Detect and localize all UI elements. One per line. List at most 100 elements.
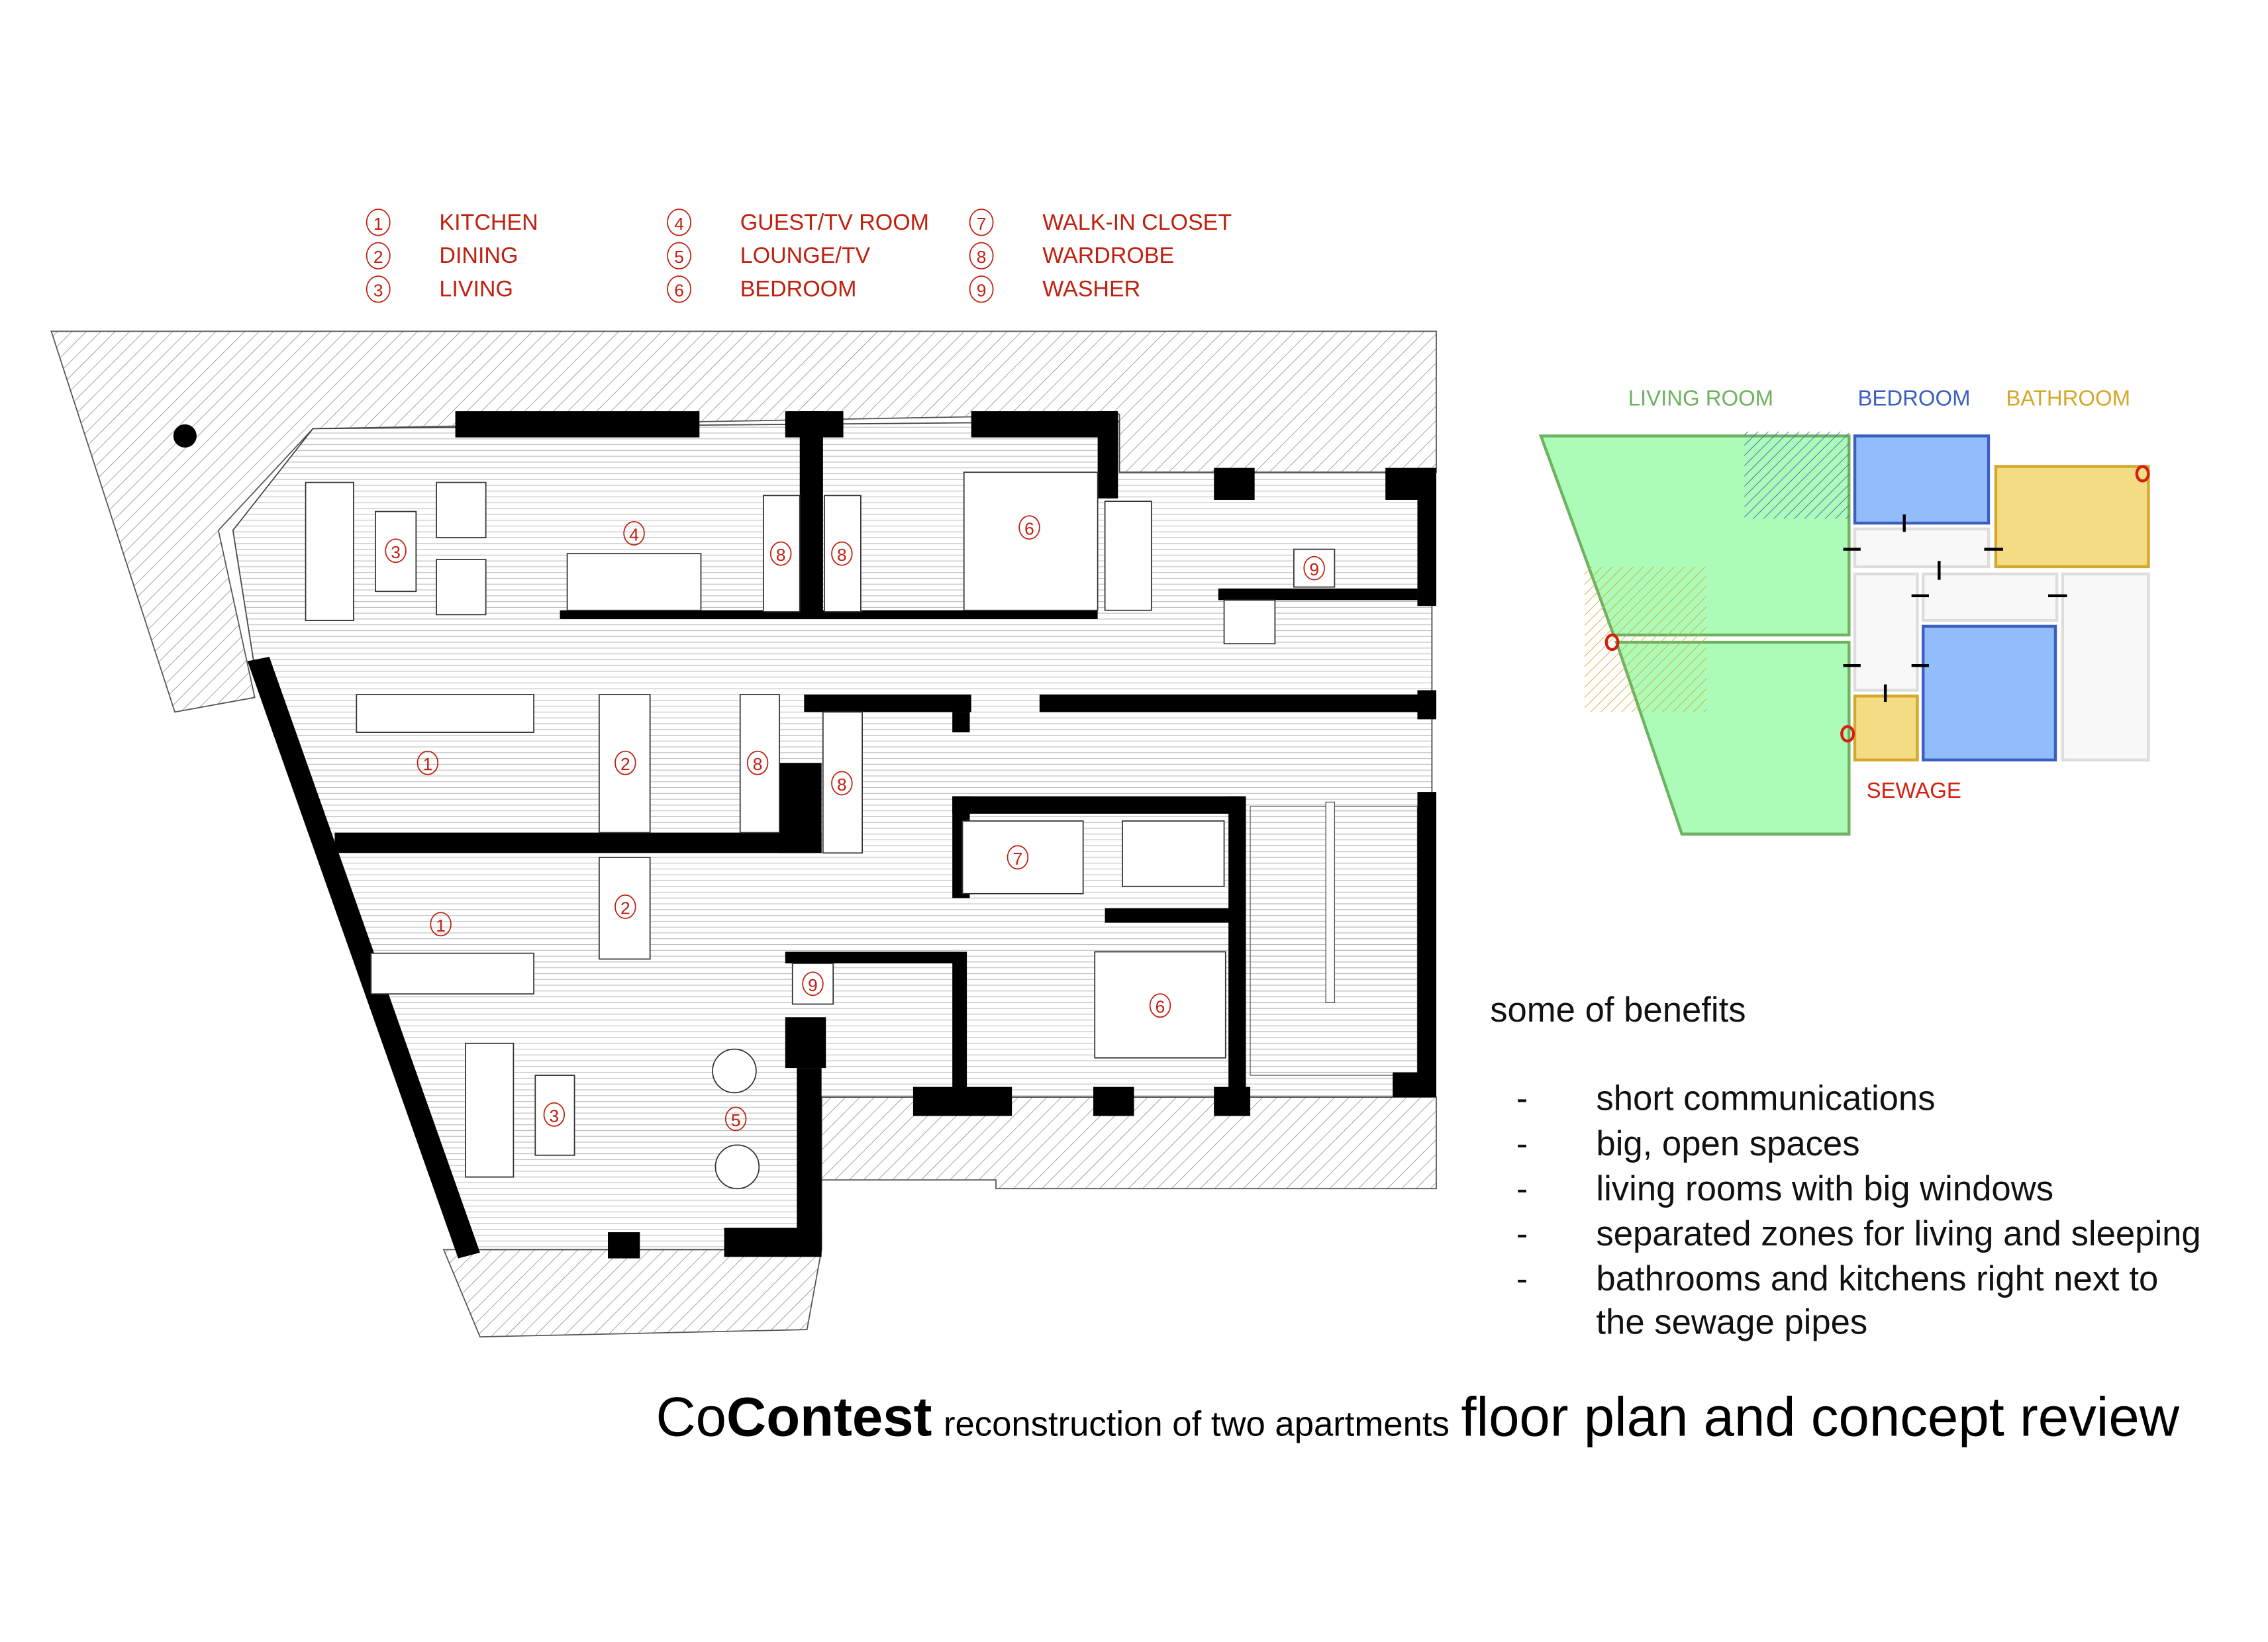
bullet: - — [1516, 1079, 1528, 1118]
hall-zone — [1853, 572, 1919, 692]
svg-text:2: 2 — [620, 898, 630, 918]
svg-text:6: 6 — [674, 281, 684, 301]
bullet: - — [1516, 1169, 1528, 1208]
living-room-label: LIVING ROOM — [1628, 385, 1773, 410]
door-marks — [1843, 514, 2067, 702]
svg-text:DINING: DINING — [439, 243, 518, 268]
lounge-chair — [712, 1048, 757, 1094]
benefit-item: big, open spaces — [1596, 1124, 1859, 1163]
svg-text:6: 6 — [1156, 997, 1165, 1017]
room-marker: 5 — [724, 1106, 747, 1132]
svg-text:2: 2 — [620, 754, 630, 774]
armchair — [436, 559, 487, 616]
svg-text:8: 8 — [837, 775, 847, 795]
svg-text:3: 3 — [391, 542, 401, 562]
svg-text:WASHER: WASHER — [1042, 277, 1140, 302]
bathtub — [1104, 501, 1152, 611]
legend-item: 1 KITCHEN — [366, 209, 538, 236]
bullet: - — [1516, 1214, 1528, 1253]
kitchen-counter — [370, 952, 534, 995]
benefits-heading: some of benefits — [1490, 990, 1746, 1030]
svg-text:4: 4 — [629, 524, 639, 544]
bathroom-zone — [1994, 465, 2150, 569]
svg-text:5: 5 — [731, 1110, 741, 1130]
sofa — [305, 481, 354, 622]
concept-diagram: LIVING ROOM BEDROOM BATHROOM SEWAGE — [1538, 385, 2150, 836]
bottom-balcony — [442, 1249, 822, 1338]
floor-plan: 3 4 8 8 6 9 1 2 8 8 1 2 7 6 9 3 5 — [50, 330, 1437, 1338]
benefit-item: living rooms with big windows — [1596, 1169, 2053, 1208]
wardrobe — [824, 495, 862, 612]
svg-text:2: 2 — [373, 247, 383, 267]
room-marker: 1 — [417, 750, 439, 775]
bullet: - — [1516, 1259, 1528, 1298]
wardrobe — [762, 495, 801, 612]
overlap-hatch — [1584, 566, 1707, 712]
svg-text:8: 8 — [837, 545, 847, 565]
washer — [1293, 548, 1336, 588]
svg-text:BEDROOM: BEDROOM — [740, 277, 857, 302]
hall-zone — [1922, 572, 2059, 622]
svg-text:LOUNGE/TV: LOUNGE/TV — [740, 243, 871, 268]
svg-text:GUEST/TV ROOM: GUEST/TV ROOM — [740, 210, 929, 235]
svg-text:WARDROBE: WARDROBE — [1042, 243, 1174, 268]
bed — [963, 471, 1099, 611]
bullet: - — [1516, 1124, 1528, 1163]
room-marker: 3 — [543, 1102, 566, 1127]
svg-text:9: 9 — [1309, 559, 1319, 579]
armchair — [436, 481, 487, 538]
room-marker: 4 — [623, 521, 645, 546]
svg-text:8: 8 — [753, 754, 763, 774]
stair-zone — [2061, 572, 2150, 762]
svg-text:WALK-IN CLOSET: WALK-IN CLOSET — [1042, 210, 1232, 235]
svg-text:8: 8 — [776, 545, 786, 565]
coffee-table — [374, 510, 417, 593]
room-marker: 6 — [1018, 515, 1040, 540]
room-marker: 7 — [1007, 845, 1029, 870]
wardrobe — [822, 711, 863, 854]
svg-text:4: 4 — [674, 214, 684, 234]
overlap-hatch — [1744, 431, 1849, 519]
wardrobe — [739, 694, 780, 834]
kitchen-counter — [356, 694, 534, 734]
sewage-pipe-markers — [1604, 465, 2150, 743]
room-marker: 3 — [385, 538, 407, 563]
bathroom-label: BATHROOM — [2006, 385, 2130, 410]
sofa — [465, 1042, 515, 1178]
room-marker: 2 — [615, 894, 636, 919]
svg-text:3: 3 — [549, 1106, 559, 1126]
coffee-table — [534, 1075, 575, 1156]
benefit-item: short communications — [1596, 1079, 1935, 1118]
washer — [1223, 599, 1276, 645]
svg-text:7: 7 — [1013, 849, 1023, 869]
elevator — [1122, 820, 1225, 887]
svg-text:5: 5 — [674, 247, 684, 267]
room-marker: 9 — [802, 971, 824, 996]
legend-item: 4 GUEST/TV ROOM — [667, 209, 929, 236]
legend-item: 2 DINING — [366, 242, 518, 269]
room-marker: 8 — [746, 750, 769, 775]
dining-table — [598, 694, 651, 834]
svg-text:KITCHEN: KITCHEN — [439, 210, 538, 235]
lounge-chair — [715, 1144, 760, 1190]
svg-text:1: 1 — [423, 754, 433, 774]
stair-rail — [1325, 801, 1336, 1003]
benefit-item: bathrooms and kitchens right next to — [1596, 1259, 2158, 1298]
bedroom-label: BEDROOM — [1857, 385, 1970, 410]
svg-text:LIVING: LIVING — [439, 277, 513, 302]
svg-text:1: 1 — [373, 214, 383, 234]
hall-zone — [1853, 527, 1991, 569]
room-marker: 8 — [769, 541, 792, 566]
room-marker: 8 — [831, 541, 853, 566]
room-marker: 2 — [615, 750, 636, 775]
svg-text:9: 9 — [808, 975, 818, 995]
room-marker: 1 — [430, 912, 452, 937]
bedroom-zone — [1853, 434, 1991, 525]
benefit-item: the sewage pipes — [1596, 1303, 1867, 1342]
room-marker: 9 — [1303, 555, 1325, 581]
